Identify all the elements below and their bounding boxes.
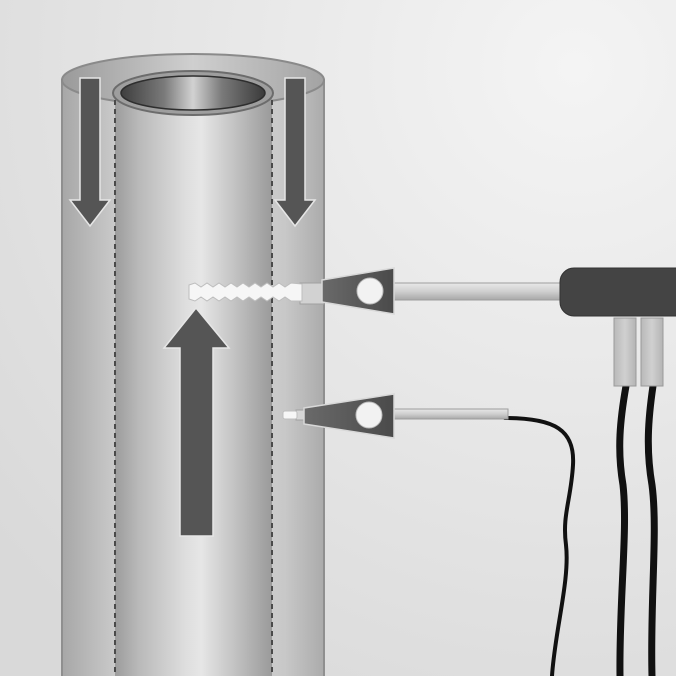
downward-flow-arrow-right [273, 77, 317, 228]
upward-flow-arrow [162, 306, 231, 537]
lower-probe-wire [503, 416, 576, 676]
upper-probe [188, 267, 567, 315]
inner-pipe [112, 70, 274, 676]
lower-probe [282, 393, 509, 439]
downward-flow-arrow-left [68, 77, 112, 228]
probe-cable-pair [613, 317, 664, 676]
upper-probe-rod [389, 282, 567, 301]
upper-probe-tip [188, 282, 303, 302]
inner-pipe-bore [120, 75, 266, 111]
lower-probe-tip [282, 410, 298, 420]
upper-probe-hole [356, 277, 384, 305]
lower-probe-rod [389, 408, 509, 420]
connector-housing [559, 267, 676, 317]
lower-probe-hole [355, 401, 383, 429]
